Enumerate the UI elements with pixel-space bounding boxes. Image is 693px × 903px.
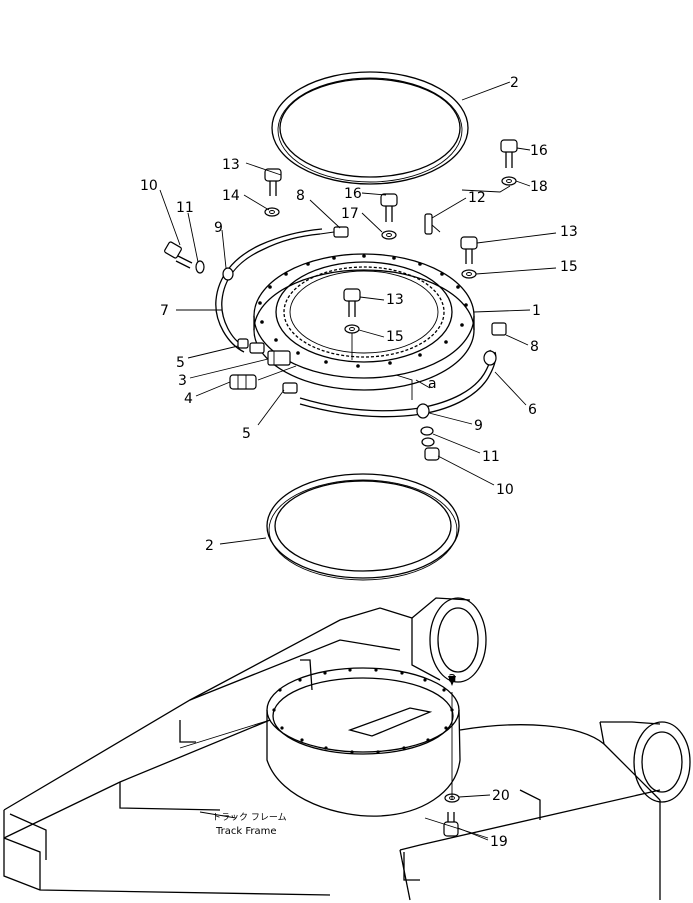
callout-2-bottom: 2 — [205, 538, 214, 554]
bolt-16-top — [500, 139, 518, 168]
callout-17: 17 — [341, 206, 359, 222]
callout-13-right: 13 — [560, 224, 578, 240]
fitting-8-right — [491, 322, 507, 336]
callout-5-lower: 5 — [242, 426, 251, 442]
callout-8-right: 8 — [530, 339, 539, 355]
callout-10-left: 10 — [140, 178, 158, 194]
callout-10-right: 10 — [496, 482, 514, 498]
callout-11-left: 11 — [176, 200, 194, 216]
swing-circle — [253, 253, 475, 391]
callout-6: 6 — [528, 402, 537, 418]
hose-7 — [221, 233, 321, 347]
callout-4: 4 — [184, 391, 193, 407]
callout-16-right: 16 — [530, 143, 548, 159]
callout-7: 7 — [160, 303, 169, 319]
clamp-9-left — [222, 267, 234, 281]
bolt-13-right — [460, 236, 478, 264]
fitting-5-upper — [237, 338, 249, 349]
bolt-13-top — [264, 168, 282, 196]
washer-11-left — [195, 260, 205, 274]
grease-fitting-4 — [229, 374, 257, 390]
fitting-8-left — [319, 226, 349, 238]
fitting-6-end — [483, 350, 497, 366]
washer-17 — [381, 230, 397, 240]
track-frame-label-jp: トラック フレーム — [212, 812, 287, 823]
bolt-13-inner — [343, 288, 361, 317]
callout-3: 3 — [178, 373, 187, 389]
callout-20: 20 — [492, 788, 510, 804]
mark-a-top: a — [428, 376, 437, 392]
track-frame — [3, 597, 691, 901]
bolt-10-left — [164, 241, 193, 269]
callout-5-upper: 5 — [176, 355, 185, 371]
leader-lines — [159, 81, 557, 841]
callout-15-inner: 15 — [386, 329, 404, 345]
callout-12: 12 — [468, 190, 486, 206]
seal-ring-bottom — [266, 473, 460, 581]
washer-15-inner — [344, 324, 360, 334]
washer-11-right — [420, 426, 435, 447]
callout-11-right: 11 — [482, 449, 500, 465]
fitting-5-left — [249, 342, 265, 354]
callout-9-right: 9 — [474, 418, 483, 434]
frame-bolt-holes — [272, 668, 454, 754]
callout-14: 14 — [222, 188, 240, 204]
washer-15-right — [461, 269, 477, 279]
callout-2-top: 2 — [510, 75, 519, 91]
fitting-5-lower — [282, 382, 298, 394]
pin-12 — [424, 213, 433, 235]
bolt-19 — [443, 812, 459, 837]
washer-18 — [501, 176, 517, 186]
adapter-3 — [267, 350, 291, 366]
callout-13-inner: 13 — [386, 292, 404, 308]
callout-19: 19 — [490, 834, 508, 850]
bolt-10-right — [424, 447, 440, 461]
callout-8-left: 8 — [296, 188, 305, 204]
callout-13-top: 13 — [222, 157, 240, 173]
callout-1: 1 — [532, 303, 541, 319]
callout-9-left: 9 — [214, 220, 223, 236]
seal-ring-top — [271, 71, 469, 185]
callout-15-right: 15 — [560, 259, 578, 275]
bolt-16-mid — [380, 193, 398, 222]
bolt-holes — [258, 254, 468, 368]
callout-labels: 2 13 14 16 18 16 17 12 8 10 11 9 7 13 15… — [140, 75, 578, 850]
arrow-a-bottom — [448, 676, 456, 686]
mark-a-bottom: a — [448, 670, 457, 686]
callout-18: 18 — [530, 179, 548, 195]
clamp-9-right — [416, 403, 430, 419]
callout-16-mid: 16 — [344, 186, 362, 202]
a-guide-line — [395, 374, 413, 400]
track-frame-label-en: Track Frame — [215, 826, 277, 837]
